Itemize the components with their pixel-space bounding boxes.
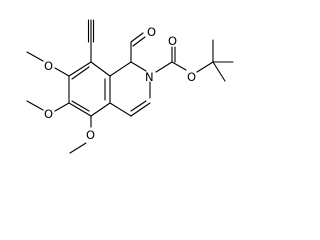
- bond-o-ch3-7: [26, 51, 44, 62]
- bond-cho-o-1: [130, 32, 144, 43]
- bond-c5-c6: [68, 102, 92, 117]
- bond-c3-c4-inner: [130, 100, 147, 112]
- bond-c4a-c5: [90, 102, 111, 117]
- benzene-ring: [68, 61, 111, 117]
- bond-c8-c8a: [90, 61, 111, 77]
- aldehyde-group: O: [130, 25, 156, 63]
- carbamate-carbonyl-oxygen-label: O: [168, 34, 177, 48]
- ring-nitrogen-label: N: [145, 70, 154, 84]
- bond-o-ch3-6: [26, 100, 44, 111]
- bond-c7-c8-inner: [71, 66, 90, 80]
- bond-o-ch3-5: [69, 142, 87, 154]
- ethynyl-group: [87, 19, 95, 63]
- structure-canvas: O N O O O O O: [26, 19, 234, 154]
- boc-group: O O: [155, 34, 234, 84]
- bond-c1-n2: [130, 61, 147, 72]
- aldehyde-oxygen-label: O: [147, 25, 156, 39]
- bond-c7-o: [54, 67, 70, 77]
- bond-c8a-c1: [109, 61, 132, 77]
- bond-carbonyl-oester: [171, 61, 187, 71]
- bond-oester-tbu: [196, 61, 214, 73]
- bond-c6-o: [54, 102, 70, 112]
- bond-n2-carbonyl: [155, 61, 173, 73]
- carbamate-ester-oxygen-label: O: [187, 70, 196, 84]
- nitrogen-ring: [109, 61, 151, 117]
- bond-c4-c4a: [109, 102, 132, 117]
- bond-c3-c4: [130, 102, 151, 117]
- isoquinoline-structure: O N O O O O O: [26, 19, 234, 154]
- methoxy-7-oxygen-label: O: [44, 59, 53, 73]
- bond-c7-c8: [68, 61, 92, 77]
- bond-cho-o-2: [132, 36, 146, 47]
- bond-c5-c6-inner: [71, 100, 90, 112]
- methoxy-6-oxygen-label: O: [44, 107, 53, 121]
- methoxy-5-group: O: [69, 115, 95, 154]
- methoxy-6-group: O: [26, 100, 70, 121]
- methoxy-5-oxygen-label: O: [86, 128, 95, 142]
- bond-tbu-methyl-bottom: [212, 61, 226, 82]
- methoxy-7-group: O: [26, 51, 70, 77]
